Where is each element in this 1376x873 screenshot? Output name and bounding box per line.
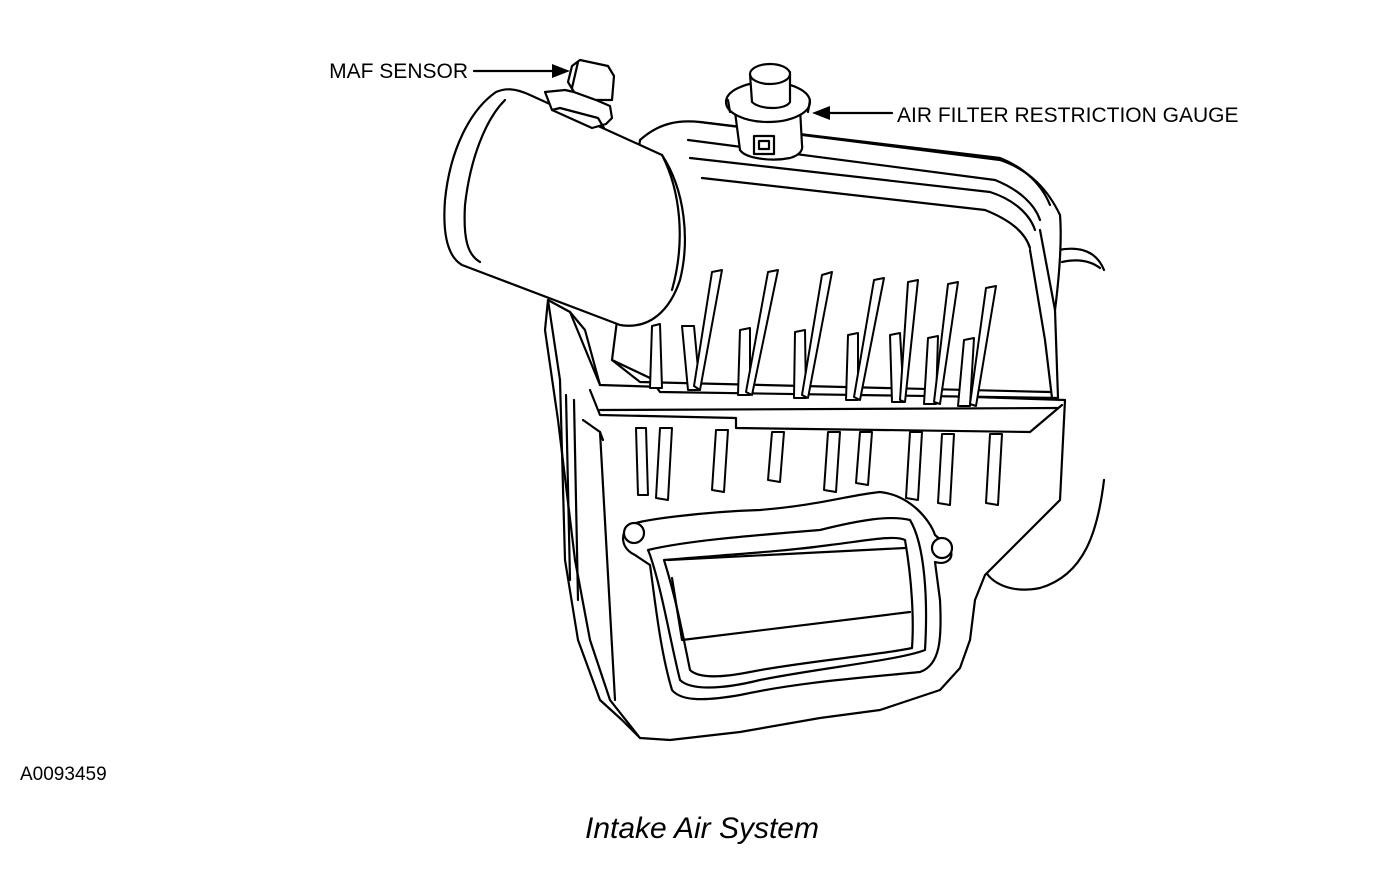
outlet-duct <box>983 247 1106 591</box>
maf-sensor-leader <box>472 64 570 78</box>
air-filter-gauge-label: AIR FILTER RESTRICTION GAUGE <box>897 104 1238 127</box>
maf-sensor <box>543 58 616 130</box>
inlet-duct <box>443 88 686 327</box>
figure-id: A0093459 <box>20 764 107 785</box>
air-cleaner-cover <box>610 120 1062 407</box>
gauge-leader <box>812 106 894 120</box>
air-cleaner-lower-housing <box>543 298 1067 742</box>
air-filter-restriction-gauge <box>724 62 812 161</box>
maf-sensor-label: MAF SENSOR <box>329 60 468 83</box>
arrow-head-icon <box>812 106 830 120</box>
arrow-head-icon <box>552 64 570 78</box>
figure-caption: Intake Air System <box>585 812 819 845</box>
